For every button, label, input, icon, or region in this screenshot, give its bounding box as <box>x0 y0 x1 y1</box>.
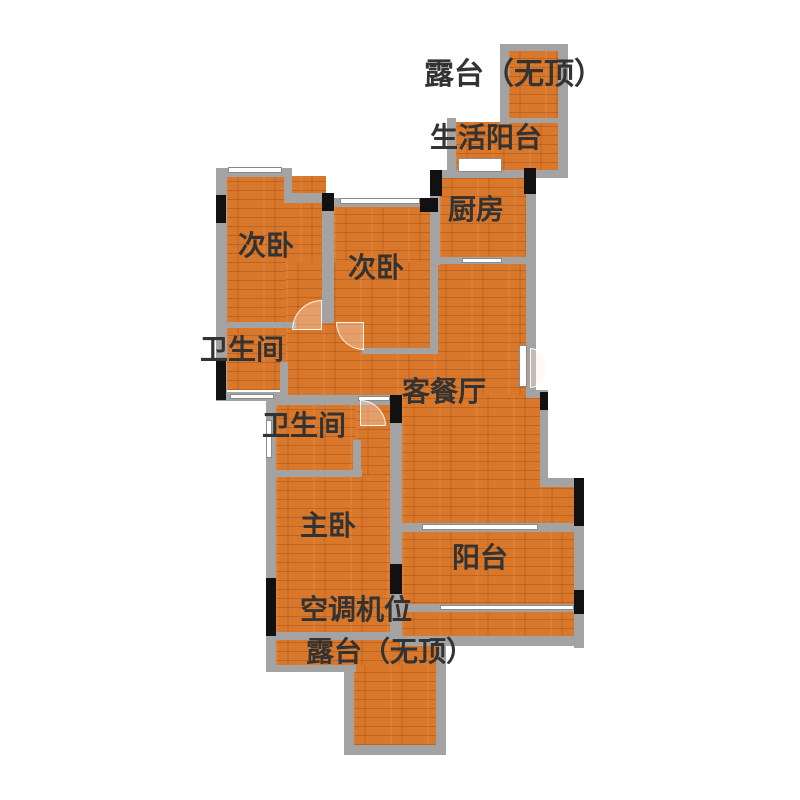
ac-unit-floor <box>402 612 574 638</box>
wall <box>362 348 438 354</box>
wall <box>344 745 446 755</box>
living-dining-step-floor <box>540 482 574 525</box>
wall <box>344 665 354 755</box>
wall <box>540 390 548 482</box>
wall <box>430 170 568 178</box>
wall <box>558 44 568 176</box>
living-dining-lower-floor <box>402 395 542 525</box>
wall <box>430 254 438 354</box>
wall <box>430 198 439 256</box>
wall <box>447 118 456 176</box>
wall <box>216 168 227 400</box>
wall <box>226 322 296 328</box>
pillar <box>266 578 276 636</box>
pillar <box>524 168 536 194</box>
window <box>462 258 502 263</box>
bathroom-1-floor <box>226 326 286 390</box>
bottom-terrace-lower-floor <box>353 665 436 745</box>
wall <box>400 636 584 646</box>
second-bedroom-1-label: 次卧 <box>238 229 295 262</box>
wall <box>266 665 356 672</box>
wall <box>540 478 582 487</box>
kitchen-floor <box>440 178 528 260</box>
wall <box>276 470 362 477</box>
pillar <box>574 478 584 526</box>
wall <box>526 390 548 398</box>
window <box>519 345 527 387</box>
window <box>340 198 420 204</box>
wall <box>284 193 330 203</box>
wall <box>500 44 509 124</box>
pillar <box>540 392 548 410</box>
bathroom-2-label: 卫生间 <box>262 409 347 442</box>
pillar <box>390 395 402 423</box>
wall <box>266 632 402 640</box>
wall <box>280 362 288 400</box>
pillar <box>322 193 334 211</box>
wall <box>574 478 584 648</box>
wall <box>500 44 568 51</box>
balcony-label: 阳台 <box>452 541 509 574</box>
wall <box>353 440 361 477</box>
pillar <box>430 170 442 196</box>
pillar <box>216 195 226 223</box>
wall <box>500 118 558 123</box>
bottom-terrace-label: 露台（无顶） <box>306 635 475 668</box>
window <box>440 605 574 610</box>
balcony-floor <box>402 532 574 612</box>
window <box>266 420 272 458</box>
wall <box>266 395 276 670</box>
bathroom-2-floor <box>276 405 356 473</box>
window <box>230 394 274 399</box>
door-swing <box>530 348 546 388</box>
pillar <box>216 358 226 400</box>
window <box>358 396 390 401</box>
wall <box>266 395 396 405</box>
kitchen-label: 厨房 <box>448 193 505 226</box>
master-bedroom-floor <box>276 475 392 635</box>
wall <box>526 170 536 395</box>
top-terrace-label: 露台（无顶） <box>424 57 604 92</box>
master-bedroom-label: 主卧 <box>300 509 357 542</box>
bathroom-1-label: 卫生间 <box>200 333 285 366</box>
second-bedroom-2-label: 次卧 <box>348 251 405 284</box>
living-dining-label: 客餐厅 <box>402 375 487 408</box>
window <box>228 167 282 173</box>
pillar <box>420 198 438 212</box>
ac-unit-label: 空调机位 <box>300 593 413 626</box>
wall <box>322 193 334 323</box>
window <box>458 158 502 172</box>
pillar <box>574 590 584 614</box>
wall <box>436 640 446 755</box>
window <box>422 524 538 530</box>
wall <box>284 168 292 196</box>
pillar <box>390 564 402 594</box>
service-balcony-label: 生活阳台 <box>430 121 543 154</box>
top-terrace-floor <box>508 50 558 122</box>
